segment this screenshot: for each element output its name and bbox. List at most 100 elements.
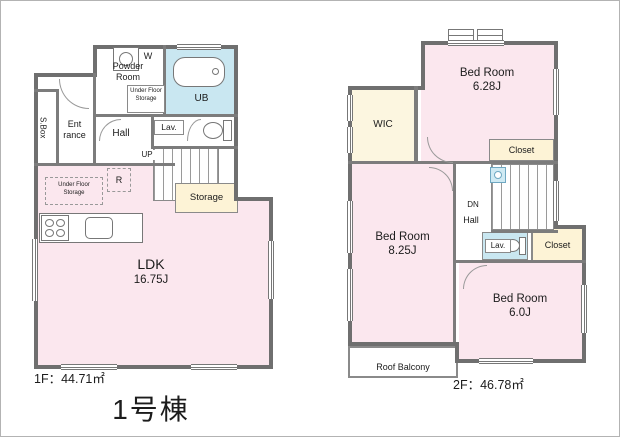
room-label-bedroom-825: Bed Room 8.25J: [352, 231, 453, 259]
window: [32, 239, 38, 301]
room-label-washer: W: [143, 51, 153, 61]
window: [347, 127, 353, 153]
wall-segment: [455, 342, 459, 363]
refrigerator-space-box: [107, 168, 131, 192]
toilet-tank-icon: [519, 237, 526, 255]
room-label-wic: WIC: [373, 119, 393, 130]
window: [347, 201, 353, 253]
room-name: Bed Room: [375, 231, 430, 243]
window: [581, 285, 587, 333]
bathtub-drain-icon: [212, 68, 219, 75]
washing-machine-icon: [113, 47, 139, 71]
window-shutter: [477, 29, 503, 41]
room-label-ufs: Under Floor Storage: [58, 182, 90, 196]
room-label-lav: Lav.: [154, 120, 184, 135]
room-label-bedroom-628: Bed Room 6.28J: [427, 67, 547, 95]
window: [191, 364, 237, 370]
wall-partition: [93, 114, 238, 117]
room-label-entrance: Ent rance: [63, 119, 86, 140]
wall-partition: [56, 89, 59, 166]
wall-segment: [421, 41, 425, 90]
window: [479, 358, 533, 364]
wall-segment: [554, 225, 586, 229]
window: [347, 269, 353, 321]
burner-icon: [45, 219, 54, 227]
wall-segment: [348, 342, 459, 346]
window: [553, 69, 559, 115]
floor1-area-text: 1F：44.71㎡: [34, 372, 105, 386]
stairs-label-dn: DN: [467, 200, 479, 209]
under-floor-storage-small-box: [127, 85, 165, 113]
room-label-lav-2f: Lav.: [485, 239, 511, 253]
basin-bowl-icon: [494, 171, 502, 179]
wall-partition: [453, 164, 456, 342]
wall-partition: [151, 114, 154, 149]
label-roof-balcony: Roof Balcony: [376, 362, 430, 372]
window: [61, 364, 117, 370]
room-closet-bottom: [531, 229, 582, 260]
wall-partition: [491, 230, 558, 233]
bathtub-icon: [173, 57, 225, 87]
stairs-label-up: UP: [135, 150, 159, 160]
washer-drum-icon: [119, 52, 133, 66]
under-floor-storage-box: [45, 177, 103, 205]
wall-partition: [348, 161, 558, 164]
wall-segment: [34, 365, 273, 369]
window: [347, 95, 353, 121]
room-label-ldk: LDK: [137, 256, 165, 272]
toilet-bowl-icon: [203, 122, 223, 139]
window: [448, 40, 504, 46]
room-name: Bed Room: [492, 293, 548, 305]
toilet-tank-icon: [223, 120, 232, 141]
room-label-storage: Storage: [189, 192, 224, 204]
room-label-hall: Hall: [112, 128, 130, 139]
room-label-ub: UB: [194, 93, 209, 104]
window: [268, 241, 274, 299]
stove-icon: [41, 215, 69, 241]
room-closet-top: [489, 139, 554, 161]
wall-segment: [93, 45, 97, 77]
wall-segment: [554, 41, 558, 229]
room-wic: [352, 90, 414, 161]
room-label-closet-bottom: Closet: [544, 239, 571, 250]
room-label-ldk-size: 16.75J: [133, 274, 169, 286]
wall-partition: [163, 45, 166, 117]
window-shutter: [448, 29, 474, 41]
wall-segment: [34, 73, 97, 77]
room-bedroom-825: [352, 164, 453, 342]
roof-balcony: [348, 346, 458, 378]
wall-segment: [348, 86, 425, 90]
wall-segment: [234, 197, 273, 201]
burner-icon: [45, 229, 54, 237]
window: [177, 44, 221, 50]
wall-partition: [151, 146, 238, 149]
building-name-text: 1号棟: [112, 394, 190, 425]
wall-partition: [93, 73, 96, 166]
room-label-powder: Powder Room: [112, 61, 144, 82]
room-label-sbox: S.Box: [38, 117, 48, 139]
wash-basin-icon: [490, 167, 506, 183]
burner-icon: [56, 219, 65, 227]
room-label-closet-top: Closet: [508, 144, 535, 155]
room-name: Bed Room: [459, 67, 515, 79]
wall-partition: [456, 260, 586, 263]
room-size: 6.0J: [509, 306, 531, 319]
room-label-bedroom-60: Bed Room 6.0J: [460, 293, 580, 321]
room-size: 6.28J: [472, 80, 502, 93]
wall-segment: [34, 73, 38, 369]
wall-partition: [34, 89, 58, 92]
room-storage: [175, 183, 238, 213]
kitchen-sink-icon: [85, 217, 113, 239]
room-label-hall-2f: Hall: [463, 215, 479, 225]
floor2-area-text: 2F：46.78㎡: [453, 378, 524, 392]
room-size: 8.25J: [388, 244, 417, 257]
window: [553, 181, 559, 221]
wall-partition: [34, 163, 175, 166]
wall-segment: [234, 45, 238, 201]
room-label-ufs-small: Under Floor Storage: [130, 88, 162, 102]
wall-partition: [414, 86, 418, 164]
burner-icon: [56, 229, 65, 237]
